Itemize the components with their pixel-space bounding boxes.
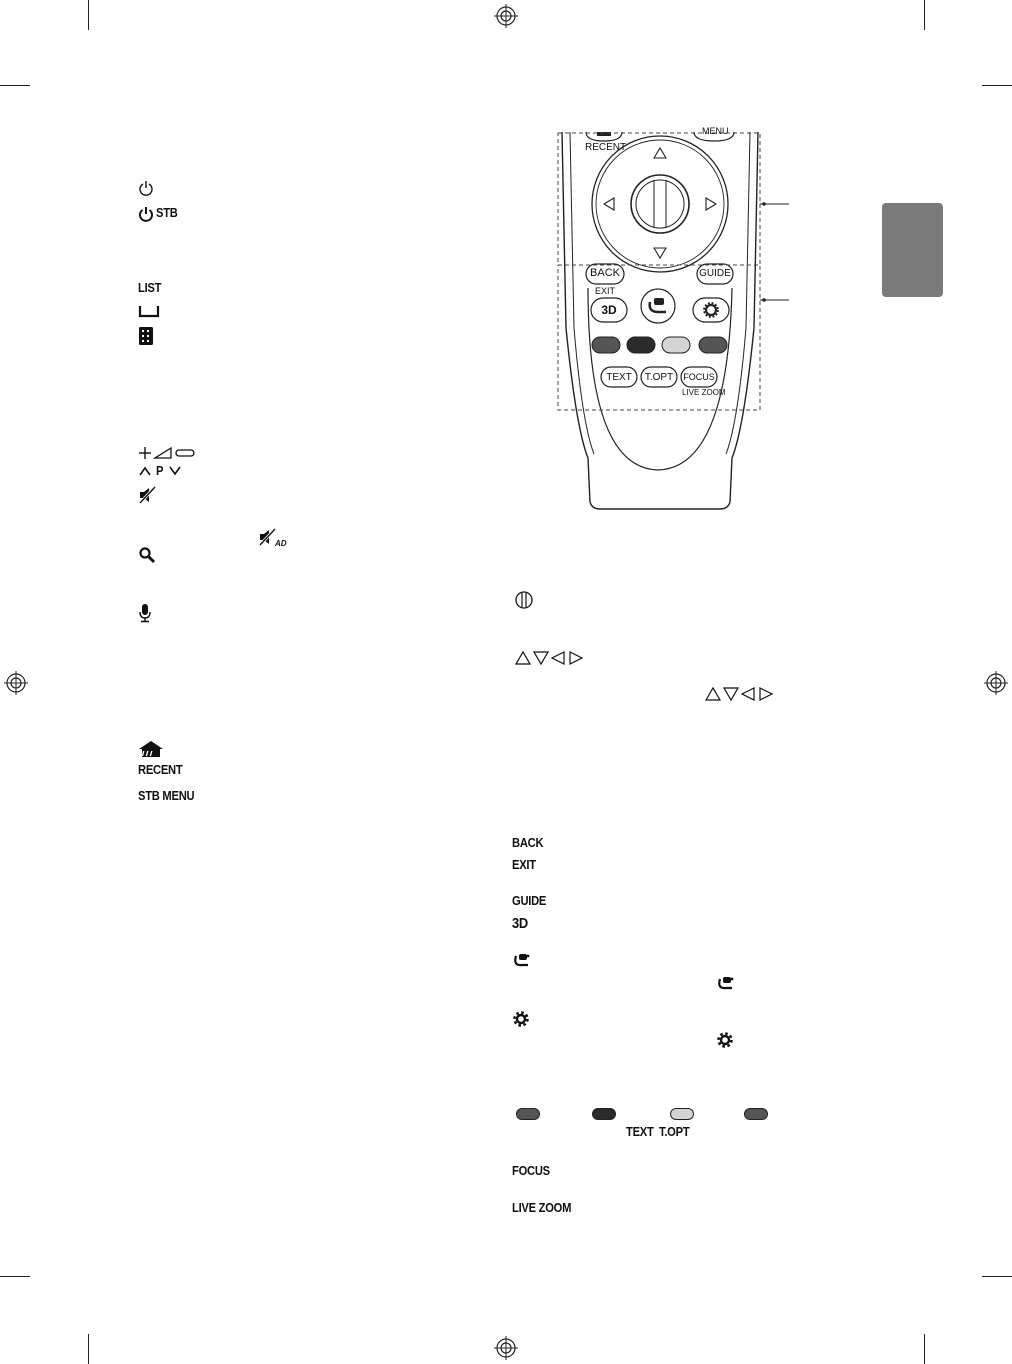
list-label: LIST [138,280,162,295]
focus-label: FOCUS [512,1163,550,1178]
remote-3d-label: 3D [601,303,617,317]
crop-mark [0,85,30,86]
recent-label: RECENT [138,762,183,777]
search-icon [139,547,156,564]
registration-mark-icon [494,4,518,28]
remote-focus-label: FOCUS [683,372,715,382]
topt-label: T.OPT [659,1124,690,1139]
crop-mark [924,0,925,30]
back-label: BACK [512,835,544,850]
stb-power-icon [139,207,153,222]
exit-label: EXIT [512,857,536,872]
red-color-button-icon [516,1108,540,1120]
remote-live-zoom-label: LIVE ZOOM [682,388,726,397]
crop-mark [924,1334,925,1364]
language-tab [882,203,943,297]
settings-gear-icon [717,1032,733,1048]
live-zoom-label: LIVE ZOOM [512,1200,572,1215]
remote-back-label: BACK [590,267,620,279]
yellow-color-button-icon [670,1108,694,1120]
crop-mark [88,0,89,30]
crop-mark [88,1334,89,1364]
remote-control-illustration [557,131,789,510]
mute-icon [138,486,157,504]
crop-mark [0,1276,30,1277]
input-icon [514,954,530,967]
registration-mark-icon [4,671,28,695]
blue-color-button-icon [744,1108,768,1120]
registration-mark-icon [984,671,1008,695]
stb-label: STB [156,205,178,220]
navigation-arrows-icon [514,650,584,666]
volume-icon [139,446,195,459]
program-down-icon [169,466,181,476]
svg-text:AD: AD [274,539,287,548]
number-pad-icon [139,327,153,345]
space-icon [138,306,160,318]
remote-topt-label: T.OPT [644,372,674,383]
stb-menu-label: STB MENU [138,788,195,803]
microphone-icon [139,604,151,623]
guide-label: GUIDE [512,893,547,908]
program-label: P [156,463,164,478]
power-icon [139,181,153,196]
audio-description-mute-icon: AD [258,528,287,548]
green-color-button-icon [592,1108,616,1120]
remote-guide-label: GUIDE [699,268,731,279]
program-up-icon [139,466,151,476]
crop-mark [982,1276,1012,1277]
settings-gear-icon [513,1011,529,1027]
text-label: TEXT [626,1124,654,1139]
3d-label: 3D [512,915,528,932]
wheel-icon [515,591,533,609]
navigation-arrows-icon [704,686,774,702]
remote-recent-label: RECENT [585,142,627,153]
home-icon [139,741,163,757]
registration-mark-icon [494,1336,518,1360]
remote-text-label: TEXT [606,372,632,383]
input-icon [718,977,734,990]
crop-mark [982,85,1012,86]
remote-exit-label: EXIT [595,286,616,296]
remote-menu-label: MENU [702,126,729,134]
